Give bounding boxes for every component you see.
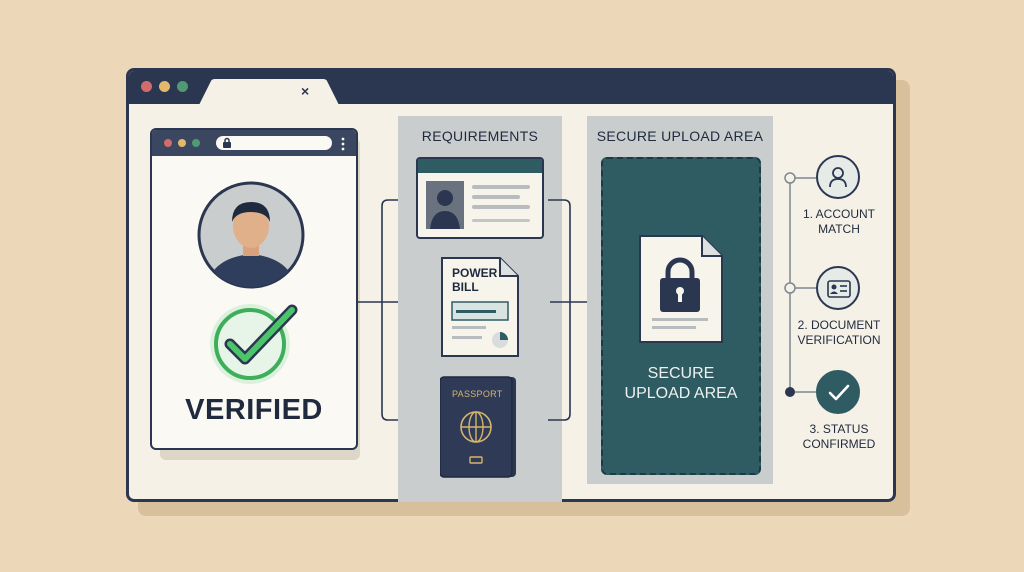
id-line: [472, 219, 530, 222]
tab-close-icon[interactable]: ×: [301, 83, 310, 99]
id-card-header: [418, 159, 542, 173]
locked-document-icon: [639, 235, 723, 343]
requirements-title: REQUIREMENTS: [421, 128, 539, 144]
step-3-circle: [816, 370, 860, 414]
avatar: [197, 181, 305, 289]
step-3-label: 3. STATUS CONFIRMED: [802, 422, 876, 451]
id-line: [472, 195, 520, 199]
user-icon: [829, 167, 847, 188]
lock-icon: [223, 137, 231, 148]
steps-timeline: [784, 172, 816, 397]
browser-tab[interactable]: [199, 79, 339, 105]
id-photo-icon: [426, 181, 464, 229]
id-line: [472, 205, 530, 209]
step-2-label: 2. DOCUMENT VERIFICATION: [797, 318, 881, 347]
dropzone-label: SECURE UPLOAD AREA: [624, 365, 738, 402]
passport-label: PASSPORT: [452, 389, 503, 399]
mini-maximize-dot-icon[interactable]: [192, 139, 200, 147]
step-1-label: 1. ACCOUNT MATCH: [802, 207, 875, 236]
mini-close-dot-icon[interactable]: [164, 139, 172, 147]
kebab-menu-icon[interactable]: [340, 137, 346, 151]
id-line: [472, 185, 530, 189]
power-bill-label: POWER BILL: [452, 266, 498, 294]
mini-minimize-dot-icon[interactable]: [178, 139, 186, 147]
verified-check-icon: [210, 304, 298, 384]
address-bar[interactable]: [216, 136, 332, 150]
secure-upload-title: SECURE UPLOAD AREA: [596, 128, 764, 144]
minimize-dot-icon[interactable]: [159, 81, 170, 92]
id-card-document[interactable]: [416, 157, 544, 239]
passport-document[interactable]: [440, 375, 518, 479]
step-1-circle: [816, 155, 860, 199]
id-card-icon: [827, 280, 851, 298]
check-icon: [828, 384, 850, 401]
step-2-circle: [816, 266, 860, 310]
power-bill-document[interactable]: [440, 256, 520, 358]
close-dot-icon[interactable]: [141, 81, 152, 92]
verified-label: VERIFIED: [185, 394, 323, 426]
maximize-dot-icon[interactable]: [177, 81, 188, 92]
